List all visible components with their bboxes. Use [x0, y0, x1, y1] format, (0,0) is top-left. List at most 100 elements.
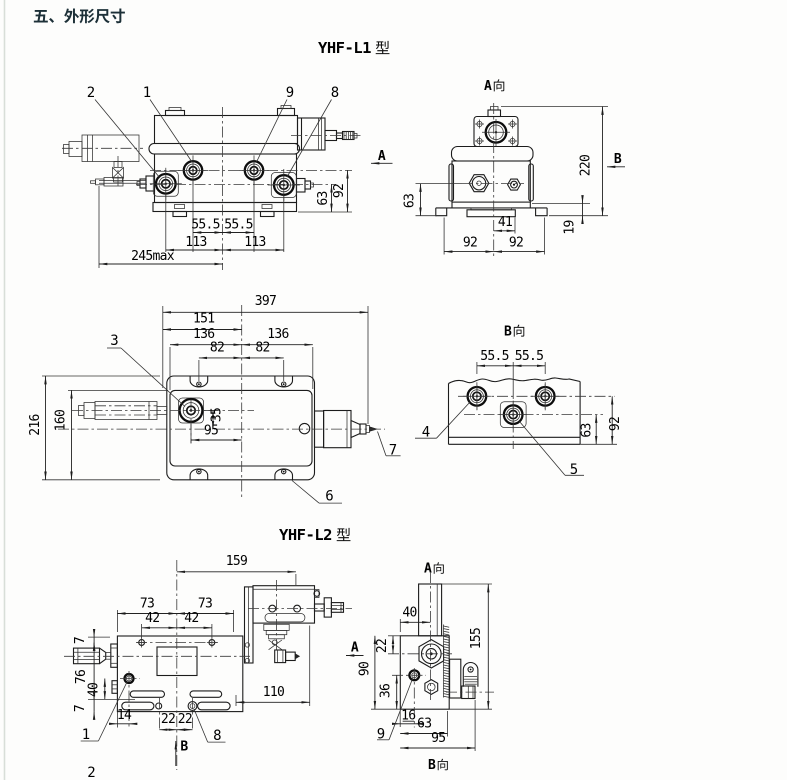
l1-front-arrow-a: A [370, 149, 393, 165]
title-glyph-chi [94, 9, 110, 24]
callout-l2-9-label: 9 [377, 727, 385, 743]
dim-55-5-right: 55.5 [224, 218, 253, 233]
l1-view-a-arrow-b-label: B [614, 152, 622, 167]
title-glyph-xing2 [79, 8, 95, 24]
l2-front-arrow-b: B [174, 740, 189, 766]
l2-side-glyph-xiang-top [433, 562, 444, 574]
callout-l1-7: 7 [377, 431, 401, 458]
l1-plan-solenoid [313, 409, 379, 449]
dim-55-5-left: 55.5 [191, 218, 220, 233]
callout-l2-1-label: 1 [82, 727, 90, 743]
callout-l1-3: 3 [107, 333, 186, 407]
l1-view-a-arrow-b: B [606, 152, 625, 169]
callout-l1-5: 5 [519, 421, 584, 478]
callout-l1-1: 1 [143, 85, 193, 163]
l1-view-b-label: B [504, 324, 525, 340]
title-glyph-wai [64, 8, 80, 24]
dim-151: 151 [193, 312, 214, 327]
dim-92: 92 [332, 184, 347, 198]
dim-245max: 245max [131, 249, 175, 264]
l1-label: YHF-L1 [318, 39, 390, 57]
dim-42-right: 42 [184, 611, 198, 626]
dim-40: 40 [87, 683, 102, 697]
callout-l1-2: 2 [87, 85, 161, 179]
callout-l2-8-label: 8 [213, 728, 221, 744]
callout-l1-9-label: 9 [286, 85, 294, 101]
l1-front-arrow-a-label: A [378, 149, 386, 164]
callout-l2-2-label: 2 [87, 765, 95, 780]
l1-view-a-label-latin: A [484, 79, 492, 94]
dim-159: 159 [226, 554, 247, 569]
callout-l1-9: 9 [256, 85, 294, 163]
callout-l1-7-label: 7 [389, 442, 397, 458]
dim-160: 160 [54, 410, 69, 431]
dim-40s: 40 [402, 606, 416, 621]
callout-l2-1: 1 [80, 681, 128, 743]
dim-136-left: 136 [193, 327, 214, 342]
dim-82-left: 82 [210, 341, 224, 356]
dim-36: 36 [379, 684, 394, 698]
title-glyph-wu [33, 9, 48, 23]
dim-55b-right: 55.5 [515, 349, 544, 364]
title-glyph-dun [49, 18, 55, 23]
dim-95s: 95 [431, 731, 445, 746]
dim-82-right: 82 [255, 341, 269, 356]
callout-l1-8-label: 8 [331, 85, 339, 101]
callout-l1-6: 6 [291, 480, 342, 505]
dim-136-right: 136 [267, 327, 288, 342]
dim-220: 220 [579, 155, 594, 176]
l1-label-latin: YHF-L1 [318, 39, 371, 57]
dim-110: 110 [263, 685, 284, 700]
dim-22s: 22 [375, 639, 390, 653]
l1-view-b-glyph-xiang [513, 324, 525, 337]
dim-113-right: 113 [244, 235, 265, 250]
l2-front-arrow-a-label: A [351, 641, 359, 656]
l2-side-label-bottom: B [428, 758, 448, 773]
dim-22-left: 22 [161, 712, 175, 727]
l2-label-glyph-xing [336, 527, 351, 542]
dim-63a: 63 [403, 194, 418, 208]
l1-label-glyph-xing [375, 40, 390, 55]
dim-92b: 92 [608, 417, 623, 431]
dim-63s: 63 [417, 717, 431, 732]
dim-90: 90 [357, 662, 372, 676]
l2-side-glyph-xiang-bottom [437, 758, 448, 771]
callout-l1-4: 4 [415, 401, 471, 440]
dim-63b: 63 [580, 423, 595, 437]
dim-63: 63 [316, 191, 331, 205]
dim-216: 216 [28, 414, 43, 435]
callout-l1-3-label: 3 [110, 333, 118, 349]
callout-l1-4-label: 4 [422, 424, 430, 440]
l1-port-2 [149, 167, 182, 200]
dim-76: 76 [74, 670, 89, 684]
l2-side-label-top: A [424, 562, 444, 577]
title-glyph-cun [110, 8, 125, 24]
callout-l1-5-label: 5 [570, 462, 578, 478]
l2-front-arrow-a: A [345, 641, 364, 657]
l2-label-latin: YHF-L2 [279, 526, 332, 544]
l2-side-label-top-latin: A [424, 562, 432, 577]
callout-l1-2-label: 2 [87, 85, 95, 101]
l2-side-needle-valve [461, 662, 479, 700]
callout-l1-1-label: 1 [143, 85, 151, 101]
callout-l1-8: 8 [286, 85, 339, 178]
dim-73-left: 73 [140, 597, 154, 612]
dim-7-bottom: 7 [73, 705, 88, 712]
l2-solenoid [243, 585, 345, 664]
l1-view-a-label: A [484, 79, 505, 94]
dim-19: 19 [563, 220, 578, 234]
